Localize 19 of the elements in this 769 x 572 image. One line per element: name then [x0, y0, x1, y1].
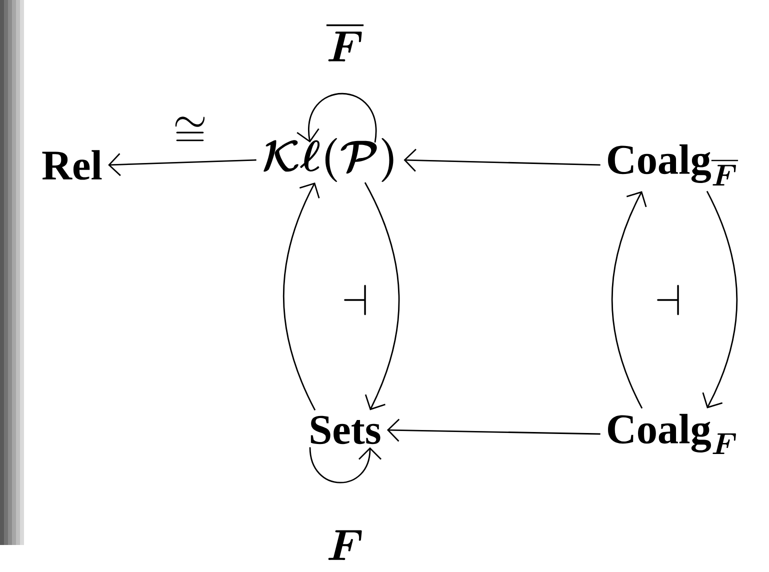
arrow	[296, 93, 377, 143]
object-label: $\mathbf{Coalg}_{\boldsymbol{F}}$	[608, 414, 736, 454]
arrow	[309, 447, 382, 484]
arrow	[386, 418, 600, 442]
object-label: $\boldsymbol{\mathcal{K}\ell(\mathcal{P})}$	[264, 138, 394, 182]
arrow	[364, 182, 400, 410]
arrow	[611, 191, 647, 409]
arrow	[282, 182, 320, 410]
arrow	[108, 153, 256, 176]
arrow	[404, 148, 600, 172]
object-label: $\mathbf{Sets}$	[310, 416, 380, 444]
edge-label: $\boldsymbol{F}$	[328, 530, 362, 560]
arrow	[702, 190, 738, 408]
object-label: $\mathbf{Coalg}_{\boldsymbol{\overline{F}}}$	[608, 144, 738, 186]
edge-label: $\boldsymbol{\overline{F}}$	[326, 25, 364, 62]
edge-label: $\cong$	[175, 116, 205, 142]
adjunction-symbol: $\dashv$	[657, 284, 679, 316]
object-label: $\mathbf{Rel}$	[42, 150, 102, 180]
adjunction-symbol: $\dashv$	[344, 284, 366, 316]
